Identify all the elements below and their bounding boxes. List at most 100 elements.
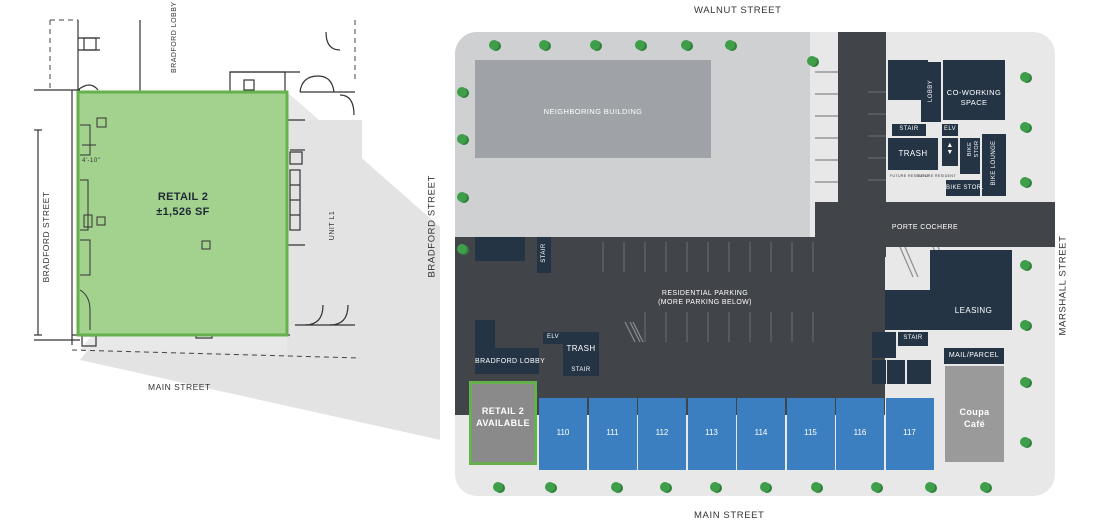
bike-lounge-label: BIKE LOUNGE <box>991 140 997 186</box>
bike-stor-small-label-1: BIKE <box>967 141 973 157</box>
tree-icon <box>681 40 691 50</box>
stair-west <box>537 237 551 273</box>
leasing-label: LEASING <box>954 306 993 315</box>
elv-sw-label: ELV <box>546 334 560 340</box>
bike-stor <box>946 180 980 196</box>
tree-icon <box>1020 320 1030 330</box>
tree-icon <box>489 40 499 50</box>
tree-icon <box>1020 177 1030 187</box>
retail-unit-label: 112 <box>655 428 669 437</box>
trash-sw-label: TRASH <box>566 344 596 353</box>
retail-unit-112[interactable]: 112 <box>638 398 686 470</box>
elv-arrows <box>942 138 958 166</box>
retail-unit-label: 115 <box>804 428 817 437</box>
floor-plan-retail-area: ±1,526 SF <box>156 206 210 218</box>
bike-stor-small <box>960 138 980 174</box>
porte-cochere-drive <box>815 202 1055 247</box>
bike-stor-small-label-2: STOR <box>974 140 980 158</box>
tree-icon <box>980 482 990 492</box>
tree-icon <box>1020 122 1030 132</box>
main-street-label: MAIN STREET <box>694 510 765 521</box>
elv-ne <box>942 124 958 136</box>
elv-sw <box>543 332 563 344</box>
coupa-cafe[interactable] <box>945 366 1004 462</box>
retail-unit-label: 113 <box>705 428 718 437</box>
tree-icon <box>1020 377 1030 387</box>
stair-sw-label: STAIR <box>571 367 591 373</box>
co-working-space <box>943 60 1005 120</box>
residential-parking-label: RESIDENTIAL PARKING <box>661 290 749 297</box>
leasing-building-north <box>930 250 1012 290</box>
tree-icon <box>457 134 467 144</box>
marshall-street-label: MARSHALL STREET <box>1057 235 1069 336</box>
tree-icon <box>725 40 735 50</box>
tree-icon <box>457 244 467 254</box>
retail-unit-117[interactable]: 117 <box>885 398 934 470</box>
stair-sw <box>563 366 599 376</box>
retail-unit-114[interactable]: 114 <box>737 398 785 470</box>
floor-plan-detail: BRADFORD LOBBY 4'-10" RETAIL 2 ±1,526 SF… <box>0 0 440 527</box>
retail-units-row: 110 111 112 113 114 115 116 117 <box>539 398 935 470</box>
retail-unit-label: 116 <box>853 428 867 437</box>
floor-plan-bradford-lobby-label: BRADFORD LOBBY <box>171 1 178 73</box>
porte-cochere-label: PORTE COCHERE <box>891 224 959 231</box>
stair-ne-label: STAIR <box>899 126 919 132</box>
stair-ne <box>892 124 926 136</box>
elv-ne-label: ELV <box>943 126 957 132</box>
retail-unit-label: 117 <box>903 428 916 437</box>
retail-2-floor-area <box>76 90 289 337</box>
floor-plan-bradford-street-label: BRADFORD STREET <box>41 191 51 283</box>
mail-parcel <box>944 348 1004 364</box>
bradford-street-label: BRADFORD STREET <box>426 175 438 278</box>
bike-lounge <box>982 134 1006 196</box>
retail-2-label-line1: RETAIL 2 <box>481 406 525 416</box>
co-working-label-line1: CO-WORKING <box>946 88 1002 97</box>
tree-icon <box>590 40 600 50</box>
parking-note-label: (MORE PARKING BELOW) <box>658 299 752 306</box>
leasing <box>885 290 1012 330</box>
tree-icon <box>493 482 503 492</box>
bradford-lobby-north <box>475 320 495 350</box>
tree-icon <box>611 482 621 492</box>
lobby-label: LOBBY <box>928 80 934 103</box>
retail-unit-113[interactable]: 113 <box>687 398 736 470</box>
bike-stor-label: BIKE STOR. <box>946 185 984 191</box>
tree-icon <box>1020 260 1030 270</box>
building-stair-west <box>475 237 525 261</box>
tree-icon <box>457 87 467 97</box>
co-working-label-line2: SPACE <box>960 98 988 107</box>
lobby-block <box>921 62 941 122</box>
tree-icon <box>1020 72 1030 82</box>
retail-unit-label: 110 <box>556 428 570 437</box>
tree-icon <box>811 482 821 492</box>
retail-2-label-line2: AVAILABLE <box>476 418 530 428</box>
tree-icon <box>710 482 720 492</box>
retail-unit-115[interactable]: 115 <box>786 398 835 470</box>
floor-plan-retail-name: RETAIL 2 <box>157 191 209 203</box>
retail-2-available[interactable] <box>469 381 537 465</box>
floor-plan-main-street-label: MAIN STREET <box>148 382 211 392</box>
tree-icon <box>925 482 935 492</box>
retail-unit-111[interactable]: 111 <box>588 398 637 470</box>
retail-unit-116[interactable]: 116 <box>836 398 884 470</box>
cafe-label-line1: Coupa <box>959 407 990 417</box>
floor-plan-unit-label: UNIT L1 <box>329 210 337 241</box>
retail-unit-label: 114 <box>754 428 768 437</box>
mail-parcel-label: MAIL/PARCEL <box>948 352 1000 359</box>
neighboring-building <box>475 60 711 158</box>
walnut-street-label: WALNUT STREET <box>694 5 782 16</box>
retail-unit-label: 111 <box>606 428 619 437</box>
site-plan: NEIGHBORING BUILDING STAIR LOBBY CO-WORK… <box>455 32 1055 496</box>
tree-icon <box>871 482 881 492</box>
elevator-arrows-icon: ▲▼ <box>946 142 954 156</box>
trash-ne <box>888 138 938 170</box>
future-resident-1: FUTURE RESIDENT <box>890 174 929 178</box>
floor-plan-linework <box>34 19 440 440</box>
cafe-label-line2: Café <box>963 419 986 429</box>
tree-icon <box>457 192 467 202</box>
bradford-lobby-label: BRADFORD LOBBY <box>475 358 546 365</box>
future-resident-2: FUTURE RESIDENT <box>917 174 956 178</box>
trash-sw <box>563 332 599 366</box>
retail-unit-110[interactable]: 110 <box>539 398 587 470</box>
trash-ne-label: TRASH <box>898 149 928 158</box>
